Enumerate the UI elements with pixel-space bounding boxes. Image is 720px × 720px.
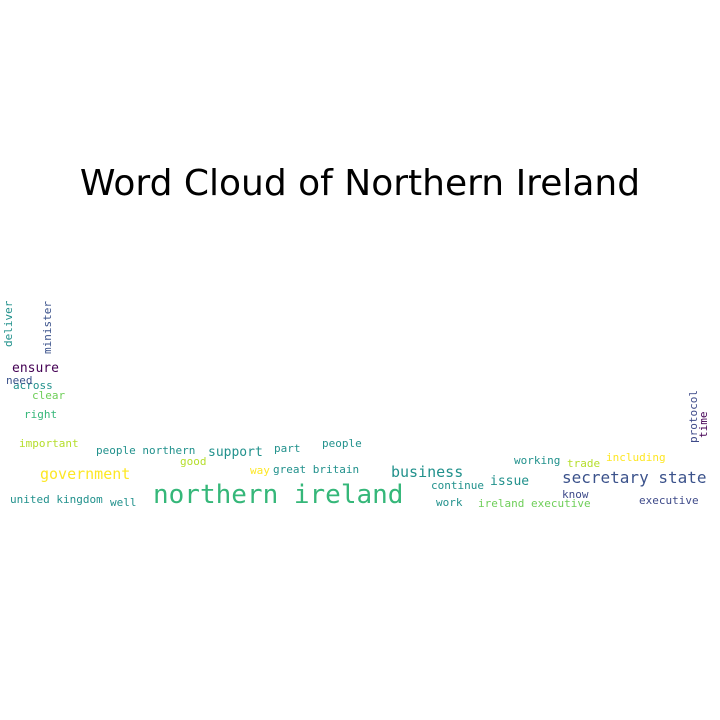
word-business: business	[391, 463, 463, 481]
word-deliver: deliver	[2, 300, 15, 347]
word-good: good	[180, 455, 207, 468]
word-need: need	[6, 374, 33, 387]
word-clear: clear	[32, 389, 65, 402]
word-know: know	[562, 488, 589, 501]
word-time: time	[697, 412, 710, 439]
word-northern-ireland: northern ireland	[153, 480, 403, 510]
word-ireland-executive: ireland executive	[478, 497, 591, 510]
word-government: government	[40, 465, 130, 483]
word-executive: executive	[639, 494, 699, 507]
word-ensure: ensure	[12, 361, 59, 376]
word-trade: trade	[567, 457, 600, 470]
word-including: including	[606, 451, 666, 464]
word-people-northern: people northern	[96, 444, 195, 457]
word-issue: issue	[490, 474, 529, 489]
word-minister: minister	[41, 301, 54, 354]
word-people: people	[322, 437, 362, 450]
word-well: well	[110, 496, 137, 509]
word-protocol: protocol	[687, 390, 700, 443]
word-continue: continue	[431, 479, 484, 492]
word-right: right	[24, 408, 57, 421]
word-great-britain: great britain	[273, 463, 359, 476]
word-working: working	[514, 454, 560, 467]
word-support: support	[208, 445, 263, 460]
word-across: across	[13, 379, 53, 392]
word-important: important	[19, 437, 79, 450]
word-secretary-state: secretary state	[562, 468, 707, 487]
word-part: part	[274, 442, 301, 455]
chart-title: Word Cloud of Northern Ireland	[79, 163, 641, 204]
word-united-kingdom: united kingdom	[10, 493, 103, 506]
word-work: work	[436, 496, 463, 509]
word-way: way	[250, 464, 270, 477]
